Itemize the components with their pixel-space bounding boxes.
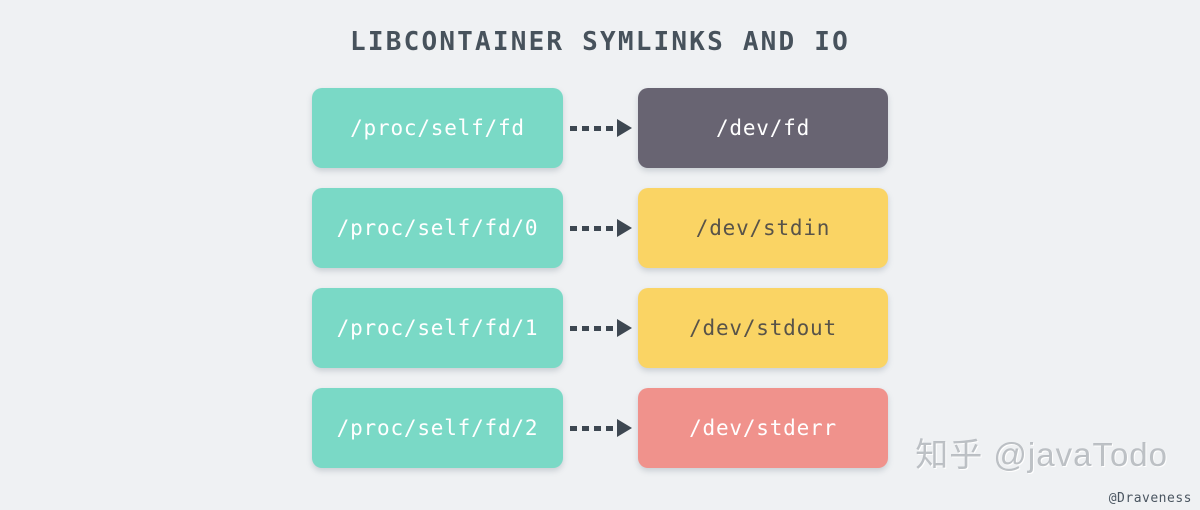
arrow-head (616, 419, 632, 437)
source-path-box: /proc/self/fd/2 (312, 388, 563, 468)
arrow-dashed-line (569, 425, 618, 431)
page-title: LIBCONTAINER SYMLINKS AND IO (350, 27, 850, 57)
target-path-box: /dev/stdout (638, 288, 888, 368)
symlink-row-fd: /proc/self/fd /dev/fd (312, 88, 888, 168)
arrow-right-icon (563, 388, 638, 468)
target-path-box: /dev/stderr (638, 388, 888, 468)
target-path-box: /dev/fd (638, 88, 888, 168)
arrow-head (616, 319, 632, 337)
arrow-head (616, 219, 632, 237)
symlink-row-stderr: /proc/self/fd/2 /dev/stderr (312, 388, 888, 468)
target-path-box: /dev/stdin (638, 188, 888, 268)
symlink-row-stdout: /proc/self/fd/1 /dev/stdout (312, 288, 888, 368)
source-path-box: /proc/self/fd/0 (312, 188, 563, 268)
zhihu-watermark: 知乎 @javaTodo (915, 436, 1168, 473)
arrow-right-icon (563, 88, 638, 168)
arrow-dashed-line (569, 225, 618, 231)
source-path-box: /proc/self/fd/1 (312, 288, 563, 368)
arrow-right-icon (563, 288, 638, 368)
arrow-dashed-line (569, 125, 618, 131)
source-path-box: /proc/self/fd (312, 88, 563, 168)
arrow-head (616, 119, 632, 137)
author-watermark: @Draveness (1108, 491, 1192, 506)
symlink-rows: /proc/self/fd /dev/fd /proc/self/fd/0 /d… (312, 88, 888, 488)
arrow-dashed-line (569, 325, 618, 331)
arrow-right-icon (563, 188, 638, 268)
symlink-row-stdin: /proc/self/fd/0 /dev/stdin (312, 188, 888, 268)
